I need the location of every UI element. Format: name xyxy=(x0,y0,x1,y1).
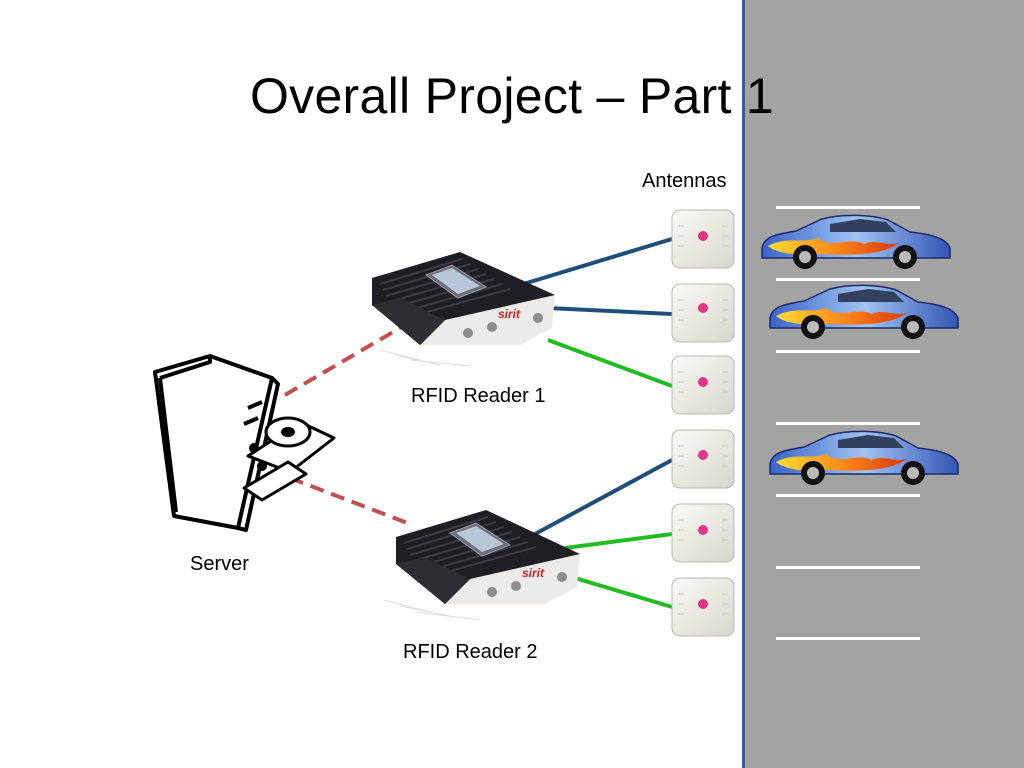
antenna-2 xyxy=(671,283,735,343)
rfid-reader-2-device: sirit xyxy=(383,510,580,621)
server-icon xyxy=(153,354,336,532)
antenna-4 xyxy=(671,429,735,489)
antenna-5 xyxy=(671,503,735,563)
connection-links xyxy=(283,237,673,609)
lane-marking xyxy=(776,350,920,353)
reader1-brand-text: sirit xyxy=(498,307,521,321)
link-reader1-antenna1 xyxy=(519,237,673,287)
car-1 xyxy=(761,214,951,269)
antennas-label: Antennas xyxy=(642,170,727,192)
antenna-1 xyxy=(671,209,735,269)
lane-marking xyxy=(776,422,920,425)
server-label: Server xyxy=(190,553,249,575)
reader2-brand-text: sirit xyxy=(522,566,545,580)
antenna-6 xyxy=(671,577,735,637)
lane-border-line xyxy=(742,0,745,768)
rfid-reader-1-device: sirit xyxy=(372,252,555,367)
link-server-reader2 xyxy=(289,476,411,526)
link-reader1-antenna3 xyxy=(547,338,673,388)
car-2 xyxy=(769,284,959,339)
lane-marking xyxy=(776,494,920,497)
antenna-3 xyxy=(671,355,735,415)
link-reader2-antenna5 xyxy=(564,532,673,550)
lane-marking xyxy=(776,278,920,281)
link-reader2-antenna6 xyxy=(574,576,673,609)
link-server-reader1 xyxy=(283,326,402,397)
rfid-reader-2-label: RFID Reader 2 xyxy=(403,641,538,663)
lane-marking xyxy=(776,206,920,209)
lane-marking xyxy=(776,637,920,640)
lane-marking xyxy=(776,566,920,569)
link-reader1-antenna2 xyxy=(547,306,673,316)
parking-lane-area xyxy=(745,0,1024,768)
slide-title: Overall Project – Part 1 xyxy=(249,68,775,124)
rfid-reader-1-label: RFID Reader 1 xyxy=(411,385,546,407)
car-3 xyxy=(769,430,959,485)
link-reader2-antenna4 xyxy=(534,458,673,536)
